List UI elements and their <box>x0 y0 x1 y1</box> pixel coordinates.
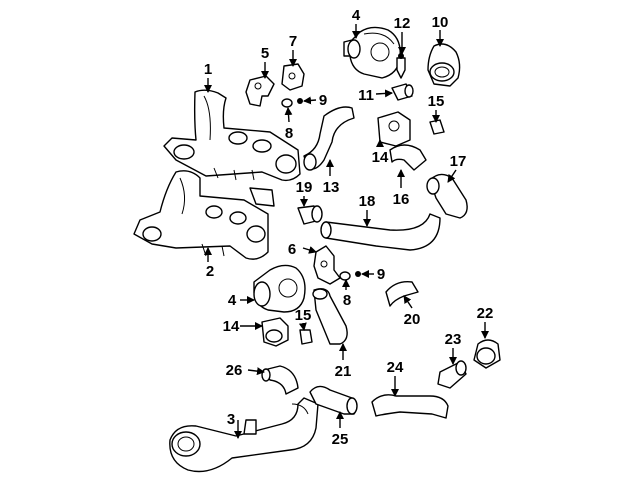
callout-14-upper: 14 <box>372 149 389 166</box>
callout-8-upper: 8 <box>285 125 293 142</box>
callout-15-upper: 15 <box>428 93 445 110</box>
callout-5: 5 <box>261 45 269 62</box>
callout-3: 3 <box>227 411 235 428</box>
part-10-elbow <box>427 43 461 87</box>
part-5-bracket <box>245 75 275 107</box>
callout-7: 7 <box>289 33 297 50</box>
callout-8-lower: 8 <box>343 292 351 309</box>
callout-16: 16 <box>393 191 410 208</box>
part-8-fitting-upper <box>281 98 293 108</box>
part-7-bracket <box>281 63 305 91</box>
callout-10: 10 <box>432 14 449 31</box>
callout-12: 12 <box>394 15 411 32</box>
callout-2: 2 <box>206 263 214 280</box>
part-1-upper-manifold <box>163 89 301 182</box>
part-14-housing-upper <box>377 111 411 147</box>
part-17-hose <box>426 173 468 219</box>
callout-20: 20 <box>404 311 421 328</box>
callout-22: 22 <box>477 305 494 322</box>
callout-11: 11 <box>358 87 374 104</box>
callout-17: 17 <box>450 153 467 170</box>
part-9-bolt-lower <box>355 271 361 277</box>
part-15-clip-upper <box>429 119 445 135</box>
part-18-hose <box>320 213 441 251</box>
callout-labels: 1 2 3 4 4 5 6 7 8 8 9 9 10 11 12 13 14 1… <box>204 7 494 448</box>
part-12-valve <box>396 53 406 79</box>
callout-25: 25 <box>332 431 349 448</box>
part-14-housing-lower <box>261 317 289 347</box>
callout-19: 19 <box>296 179 313 196</box>
part-8-fitting-lower <box>339 271 351 281</box>
callout-1: 1 <box>204 61 212 78</box>
part-23-hose <box>437 360 467 389</box>
part-19-coupler <box>297 205 323 225</box>
callout-4-upper: 4 <box>352 7 361 24</box>
callout-6: 6 <box>288 241 296 258</box>
callout-15-lower: 15 <box>295 307 312 324</box>
leader-lines <box>204 24 489 439</box>
part-3-lower-pipe <box>169 397 319 473</box>
callout-13: 13 <box>323 179 340 196</box>
callout-24: 24 <box>387 359 404 376</box>
part-22-elbow <box>473 339 501 369</box>
part-2-lower-manifold <box>133 170 275 260</box>
part-11-coupler <box>391 83 414 101</box>
part-16-hose <box>389 144 427 171</box>
callout-4-lower: 4 <box>228 292 237 309</box>
part-24-hose <box>371 394 449 419</box>
part-20-hose <box>385 281 419 307</box>
callout-9-upper: 9 <box>319 92 327 109</box>
callout-14-lower: 14 <box>223 318 240 335</box>
callout-21: 21 <box>335 363 352 380</box>
callout-23: 23 <box>445 331 462 348</box>
callout-18: 18 <box>359 193 376 210</box>
callout-26: 26 <box>226 362 243 379</box>
part-13-hose <box>303 106 355 171</box>
part-25-hose <box>309 385 358 415</box>
callout-9-lower: 9 <box>377 266 385 283</box>
part-26-elbow <box>261 365 299 395</box>
part-15-clip-lower <box>299 329 313 345</box>
part-4-turbo-lower <box>253 264 306 313</box>
part-9-bolt-upper <box>297 98 303 104</box>
part-6-bracket <box>313 245 341 285</box>
part-4-turbo-upper <box>343 26 401 79</box>
